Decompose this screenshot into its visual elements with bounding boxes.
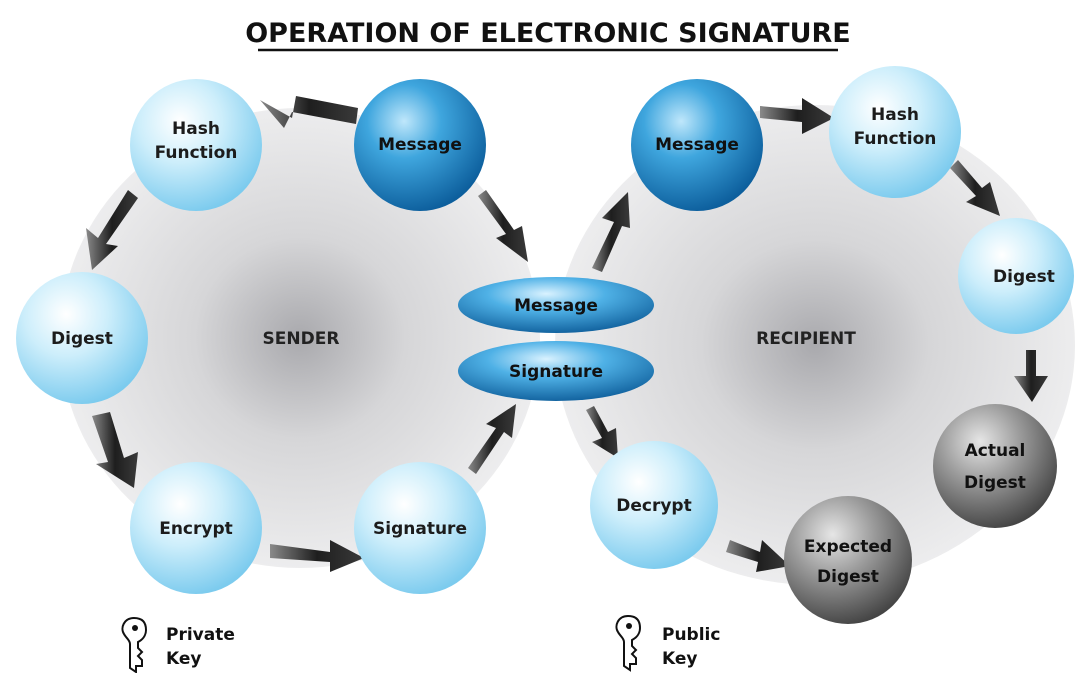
public-key-icon bbox=[615, 614, 642, 672]
transmission-signature-pill: Signature bbox=[458, 341, 654, 401]
arrow-digest-to-actual bbox=[1014, 350, 1048, 402]
sender-hash-function-label-line2: Function bbox=[155, 143, 238, 163]
private-key-label-line2: Key bbox=[166, 649, 202, 669]
arrow-transmission-to-decrypt bbox=[586, 406, 618, 458]
transmission-message-label: Message bbox=[514, 296, 598, 316]
public-key: Public Key bbox=[615, 614, 720, 672]
sender-label: SENDER bbox=[263, 329, 340, 349]
sender-message-node: Message bbox=[354, 79, 486, 211]
transmission-signature-label: Signature bbox=[509, 362, 603, 382]
recipient-message-node: Message bbox=[631, 79, 763, 211]
arrow-message-to-hash-r bbox=[760, 98, 834, 134]
recipient-hash-function-label-line1: Hash bbox=[871, 105, 919, 125]
sender-digest-node: Digest bbox=[16, 272, 148, 404]
sender-hash-function-label-line1: Hash bbox=[172, 119, 220, 139]
sender-encrypt-label: Encrypt bbox=[159, 519, 233, 539]
recipient-decrypt-node: Decrypt bbox=[590, 441, 718, 569]
recipient-label: RECIPIENT bbox=[756, 329, 856, 349]
sender-message-label: Message bbox=[378, 135, 462, 155]
arrow-hash-to-digest bbox=[86, 190, 138, 270]
recipient-hash-function-node: Hash Function bbox=[829, 66, 961, 198]
transmission-message-pill: Message bbox=[458, 277, 654, 333]
private-key-label-line1: Private bbox=[166, 625, 235, 645]
recipient-digest-label: Digest bbox=[993, 267, 1055, 287]
sender-signature-node: Signature bbox=[354, 462, 486, 594]
sender-digest-label: Digest bbox=[51, 329, 113, 349]
recipient-expected-digest-label-line2: Digest bbox=[817, 567, 879, 587]
recipient-hash-function-label-line2: Function bbox=[854, 129, 937, 149]
sender-hash-function-node: Hash Function bbox=[130, 79, 262, 211]
arrow-transmission-to-message bbox=[592, 192, 630, 272]
private-key: Private Key bbox=[121, 616, 235, 673]
sender-encrypt-node: Encrypt bbox=[130, 462, 262, 594]
arrow-decrypt-to-expected bbox=[726, 540, 790, 572]
recipient-actual-digest-label-line1: Actual bbox=[965, 441, 1026, 461]
private-key-icon bbox=[121, 616, 148, 673]
sender-arrows bbox=[86, 96, 528, 572]
arrow-encrypt-to-signature bbox=[270, 540, 364, 572]
recipient-actual-digest-label-line2: Digest bbox=[964, 473, 1026, 493]
sender-signature-label: Signature bbox=[373, 519, 467, 539]
recipient-expected-digest-label-line1: Expected bbox=[804, 537, 892, 557]
recipient-message-label: Message bbox=[655, 135, 739, 155]
public-key-label-line1: Public bbox=[662, 625, 720, 645]
recipient-expected-digest-node: Expected Digest bbox=[784, 496, 912, 624]
recipient-actual-digest-node: Actual Digest bbox=[933, 404, 1057, 528]
arrow-hash-to-digest-r bbox=[950, 160, 1000, 216]
arrow-message-to-hash bbox=[260, 96, 358, 128]
recipient-decrypt-label: Decrypt bbox=[616, 496, 691, 516]
public-key-label-line2: Key bbox=[662, 649, 698, 669]
arrow-signature-to-transmission bbox=[468, 404, 516, 474]
recipient-digest-node: Digest bbox=[958, 218, 1074, 334]
arrow-message-to-transmission bbox=[478, 190, 528, 262]
diagram-title: OPERATION OF ELECTRONIC SIGNATURE bbox=[245, 18, 851, 49]
recipient-arrows bbox=[586, 98, 1048, 572]
sender-disc bbox=[60, 108, 540, 568]
arrow-digest-to-encrypt bbox=[92, 412, 138, 488]
